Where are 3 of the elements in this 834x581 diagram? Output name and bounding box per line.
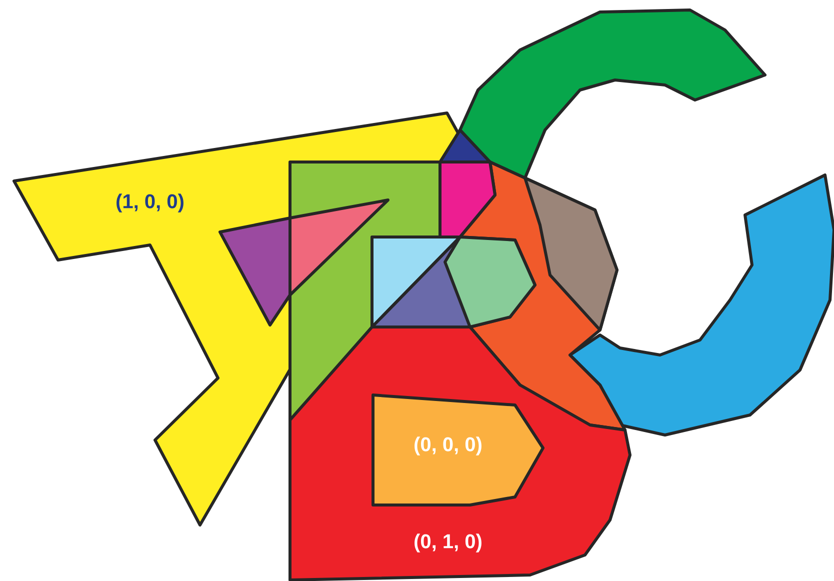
region-label: (0, 1, 0) <box>414 534 482 552</box>
region-label: (0, 0, 0) <box>414 436 482 456</box>
region-label: (1, 0, 0) <box>116 194 184 212</box>
